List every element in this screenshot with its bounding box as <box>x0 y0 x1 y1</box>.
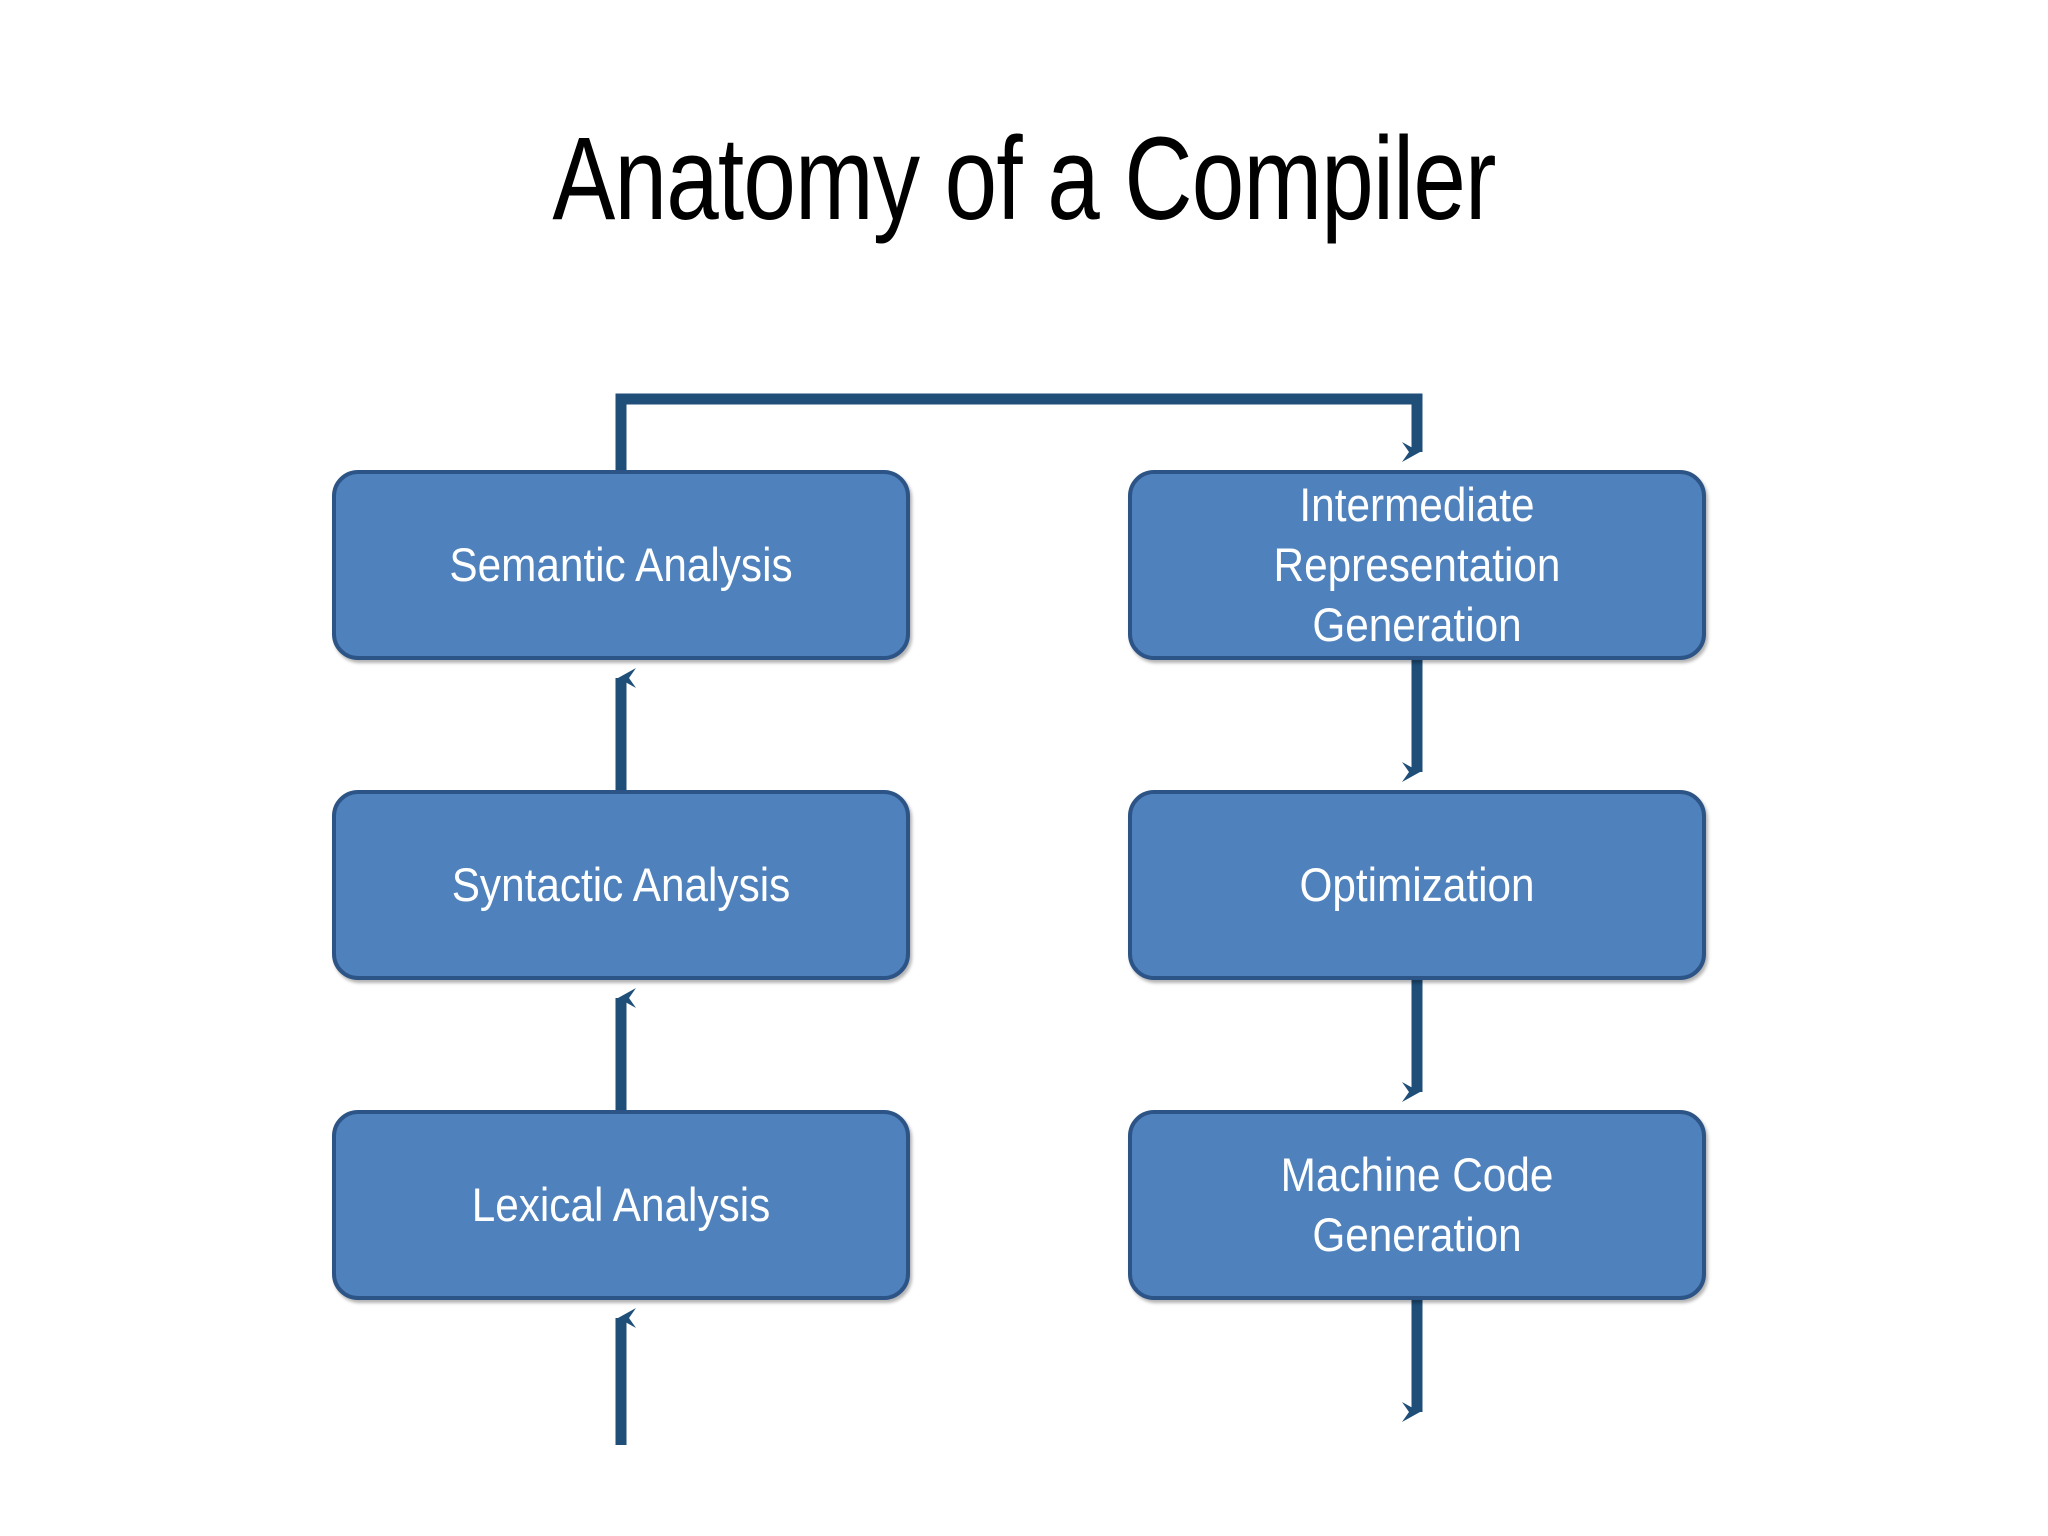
node-intermediate-representation-generation[interactable]: Intermediate Representation Generation <box>1128 470 1706 660</box>
node-optimization[interactable]: Optimization <box>1128 790 1706 980</box>
node-label: Lexical Analysis <box>471 1177 771 1231</box>
node-syntactic-analysis[interactable]: Syntactic Analysis <box>332 790 910 980</box>
node-semantic-analysis[interactable]: Semantic Analysis <box>332 470 910 660</box>
node-lexical-analysis[interactable]: Lexical Analysis <box>332 1110 910 1300</box>
node-label: Machine Code Generation <box>1280 1147 1554 1261</box>
node-machine-code-generation[interactable]: Machine Code Generation <box>1128 1110 1706 1300</box>
node-label: Syntactic Analysis <box>451 857 791 911</box>
node-label: Optimization <box>1299 857 1535 911</box>
node-label: Semantic Analysis <box>449 537 793 591</box>
connector-semantic-to-ir-generation <box>615 393 1423 472</box>
page-title: Anatomy of a Compiler <box>552 113 1496 245</box>
node-label: Intermediate Representation Generation <box>1273 477 1561 652</box>
